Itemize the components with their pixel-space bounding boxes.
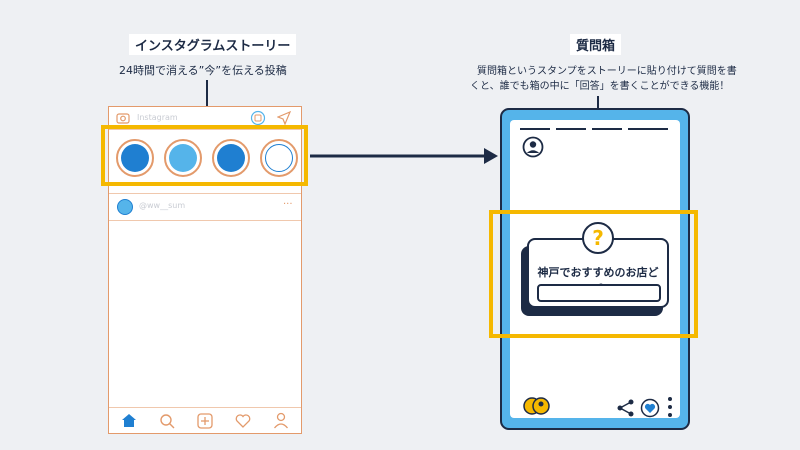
- progress-segment: [592, 128, 622, 130]
- story-avatar-3[interactable]: [212, 139, 250, 177]
- viewers-icon[interactable]: [522, 396, 552, 416]
- direct-message-icon[interactable]: [277, 111, 291, 125]
- progress-segment: [556, 128, 586, 130]
- person-icon: [169, 144, 197, 172]
- post-user-row: @ww__sum ···: [109, 193, 301, 221]
- stories-title: インスタグラムストーリー: [129, 34, 297, 55]
- person-icon: [265, 144, 293, 172]
- story-avatar-4[interactable]: [260, 139, 298, 177]
- add-post-icon[interactable]: [197, 413, 213, 429]
- stories-highlight-frame: [101, 125, 308, 186]
- instagram-phone-mockup: Instagram @ww__sum ···: [108, 106, 302, 434]
- phone-header: Instagram: [109, 107, 301, 130]
- story-user-avatar-icon[interactable]: [522, 136, 544, 158]
- app-logo-text: Instagram: [137, 113, 178, 122]
- share-icon[interactable]: [616, 398, 636, 418]
- heart-reaction-icon[interactable]: [640, 398, 660, 418]
- more-options-icon[interactable]: ···: [283, 199, 293, 210]
- question-box-description-line1: 質問箱というスタンプをストーリーに貼り付けて質問を書: [477, 66, 737, 77]
- home-icon[interactable]: [121, 413, 137, 428]
- question-box-title: 質問箱: [570, 34, 622, 55]
- question-box-description-line2: くと、誰でも箱の中に「回答」を書くことができる機能！: [470, 81, 730, 92]
- profile-icon[interactable]: [273, 412, 289, 429]
- more-vertical-icon[interactable]: [666, 396, 674, 418]
- bottom-nav: [109, 407, 301, 434]
- answer-input[interactable]: [537, 284, 661, 302]
- user-avatar-icon[interactable]: [117, 199, 133, 215]
- post-username: @ww__sum: [139, 201, 186, 210]
- story-avatar-2[interactable]: [164, 139, 202, 177]
- question-mark-icon: ?: [582, 222, 614, 254]
- camera-icon[interactable]: [116, 112, 130, 124]
- sticker-highlight-frame: [489, 210, 698, 338]
- igtv-icon[interactable]: [249, 110, 267, 126]
- person-icon: [217, 144, 245, 172]
- progress-segment: [628, 128, 668, 130]
- person-icon: [121, 144, 149, 172]
- progress-segment: [520, 128, 550, 130]
- stories-description: 24時間で消える”今”を伝える投稿: [119, 64, 287, 77]
- story-avatar-1[interactable]: [116, 139, 154, 177]
- search-icon[interactable]: [159, 413, 175, 429]
- heart-icon[interactable]: [235, 413, 251, 428]
